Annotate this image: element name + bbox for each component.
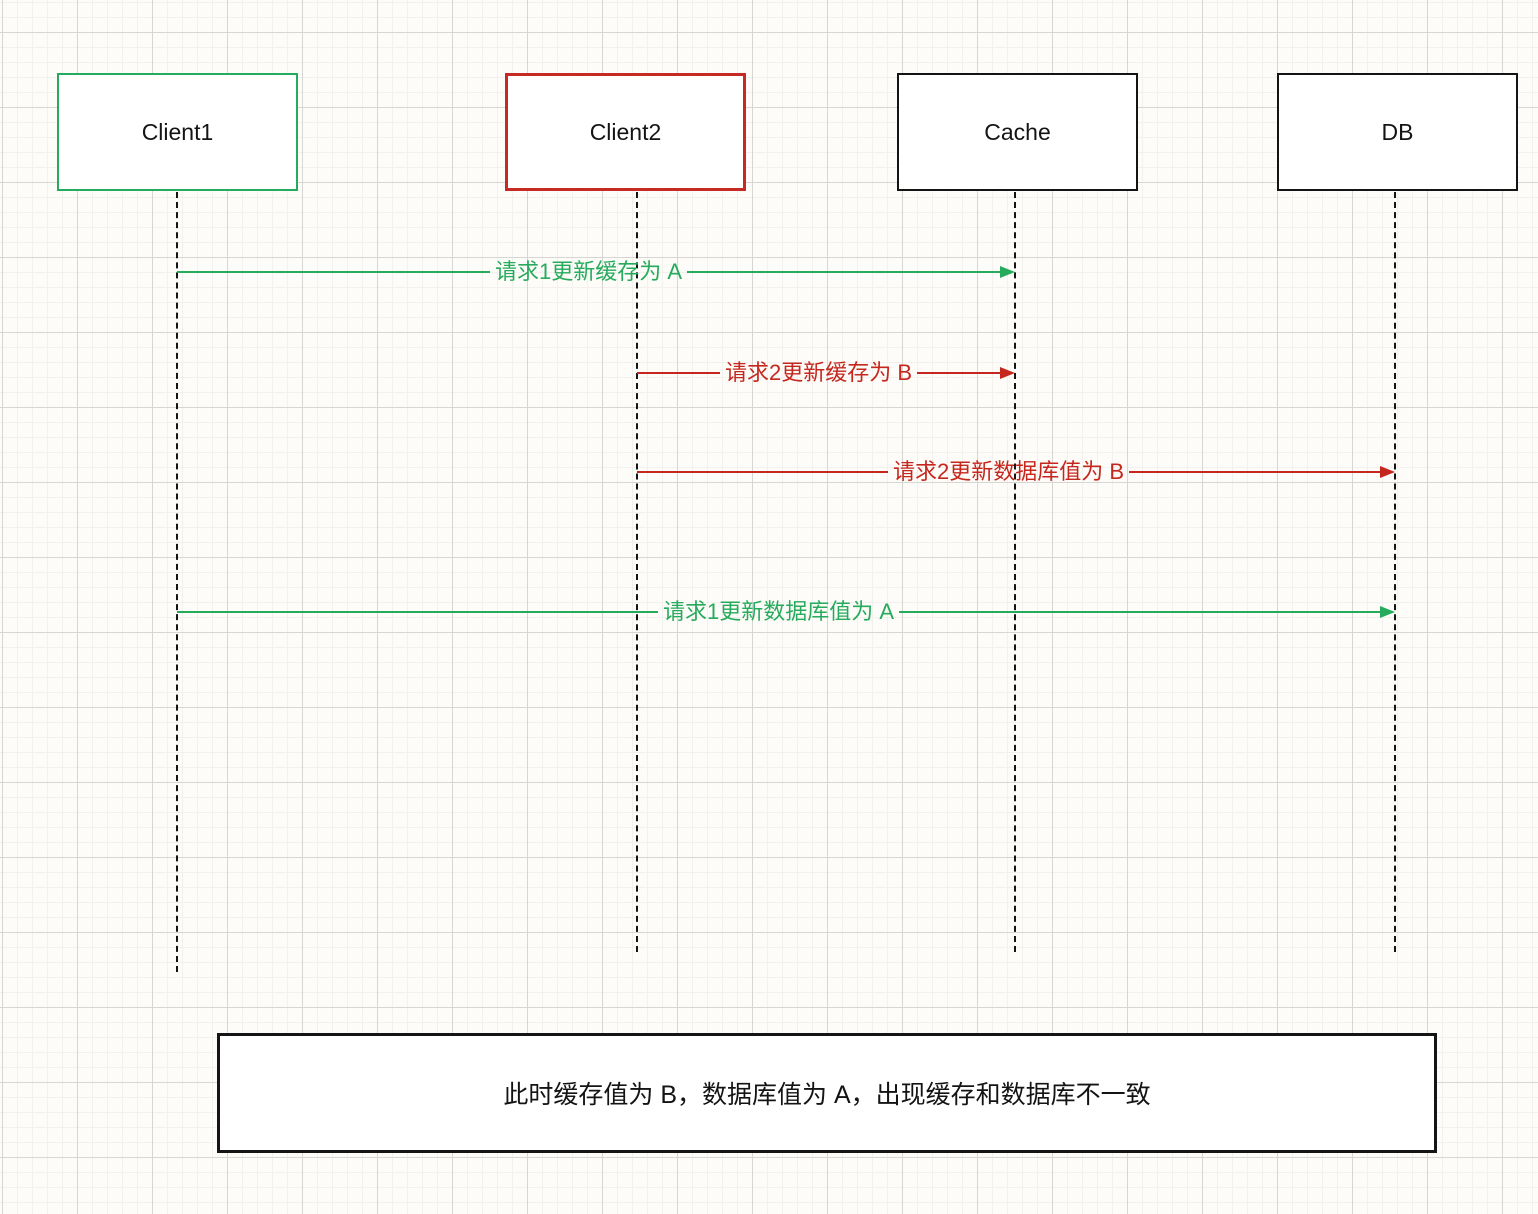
actor-label-client2: Client2 — [589, 118, 662, 145]
lifeline-client1 — [176, 192, 178, 972]
message-3-label: 请求2更新数据库值为 B — [892, 459, 1125, 484]
actor-label-cache: Cache — [984, 118, 1051, 145]
message-line-segment — [687, 271, 1000, 273]
message-line-segment — [637, 471, 888, 473]
arrowhead-icon — [1380, 466, 1395, 478]
message-line-segment — [177, 271, 490, 273]
message-1-label: 请求1更新缓存为 A — [494, 259, 683, 284]
lifeline-client2 — [636, 192, 638, 952]
actor-box-client1: Client1 — [57, 73, 298, 191]
message-line-segment — [917, 372, 1000, 374]
actor-box-client2: Client2 — [505, 73, 746, 191]
message-line-segment — [637, 372, 720, 374]
actor-box-db: DB — [1277, 73, 1518, 191]
arrowhead-icon — [1000, 266, 1015, 278]
arrowhead-icon — [1000, 367, 1015, 379]
actor-box-cache: Cache — [897, 73, 1138, 191]
note-text: 此时缓存值为 B，数据库值为 A，出现缓存和数据库不一致 — [503, 1081, 1151, 1109]
note-box: 此时缓存值为 B，数据库值为 A，出现缓存和数据库不一致 — [217, 1033, 1437, 1153]
message-line-segment — [177, 611, 658, 613]
lifeline-db — [1394, 192, 1396, 952]
actor-label-client1: Client1 — [141, 118, 214, 145]
message-line-segment — [1129, 471, 1380, 473]
arrowhead-icon — [1380, 606, 1395, 618]
message-4-label: 请求1更新数据库值为 A — [662, 599, 895, 624]
actor-label-db: DB — [1381, 118, 1414, 145]
message-2-label: 请求2更新缓存为 B — [724, 360, 913, 385]
message-line-segment — [899, 611, 1380, 613]
lifeline-cache — [1014, 192, 1016, 952]
